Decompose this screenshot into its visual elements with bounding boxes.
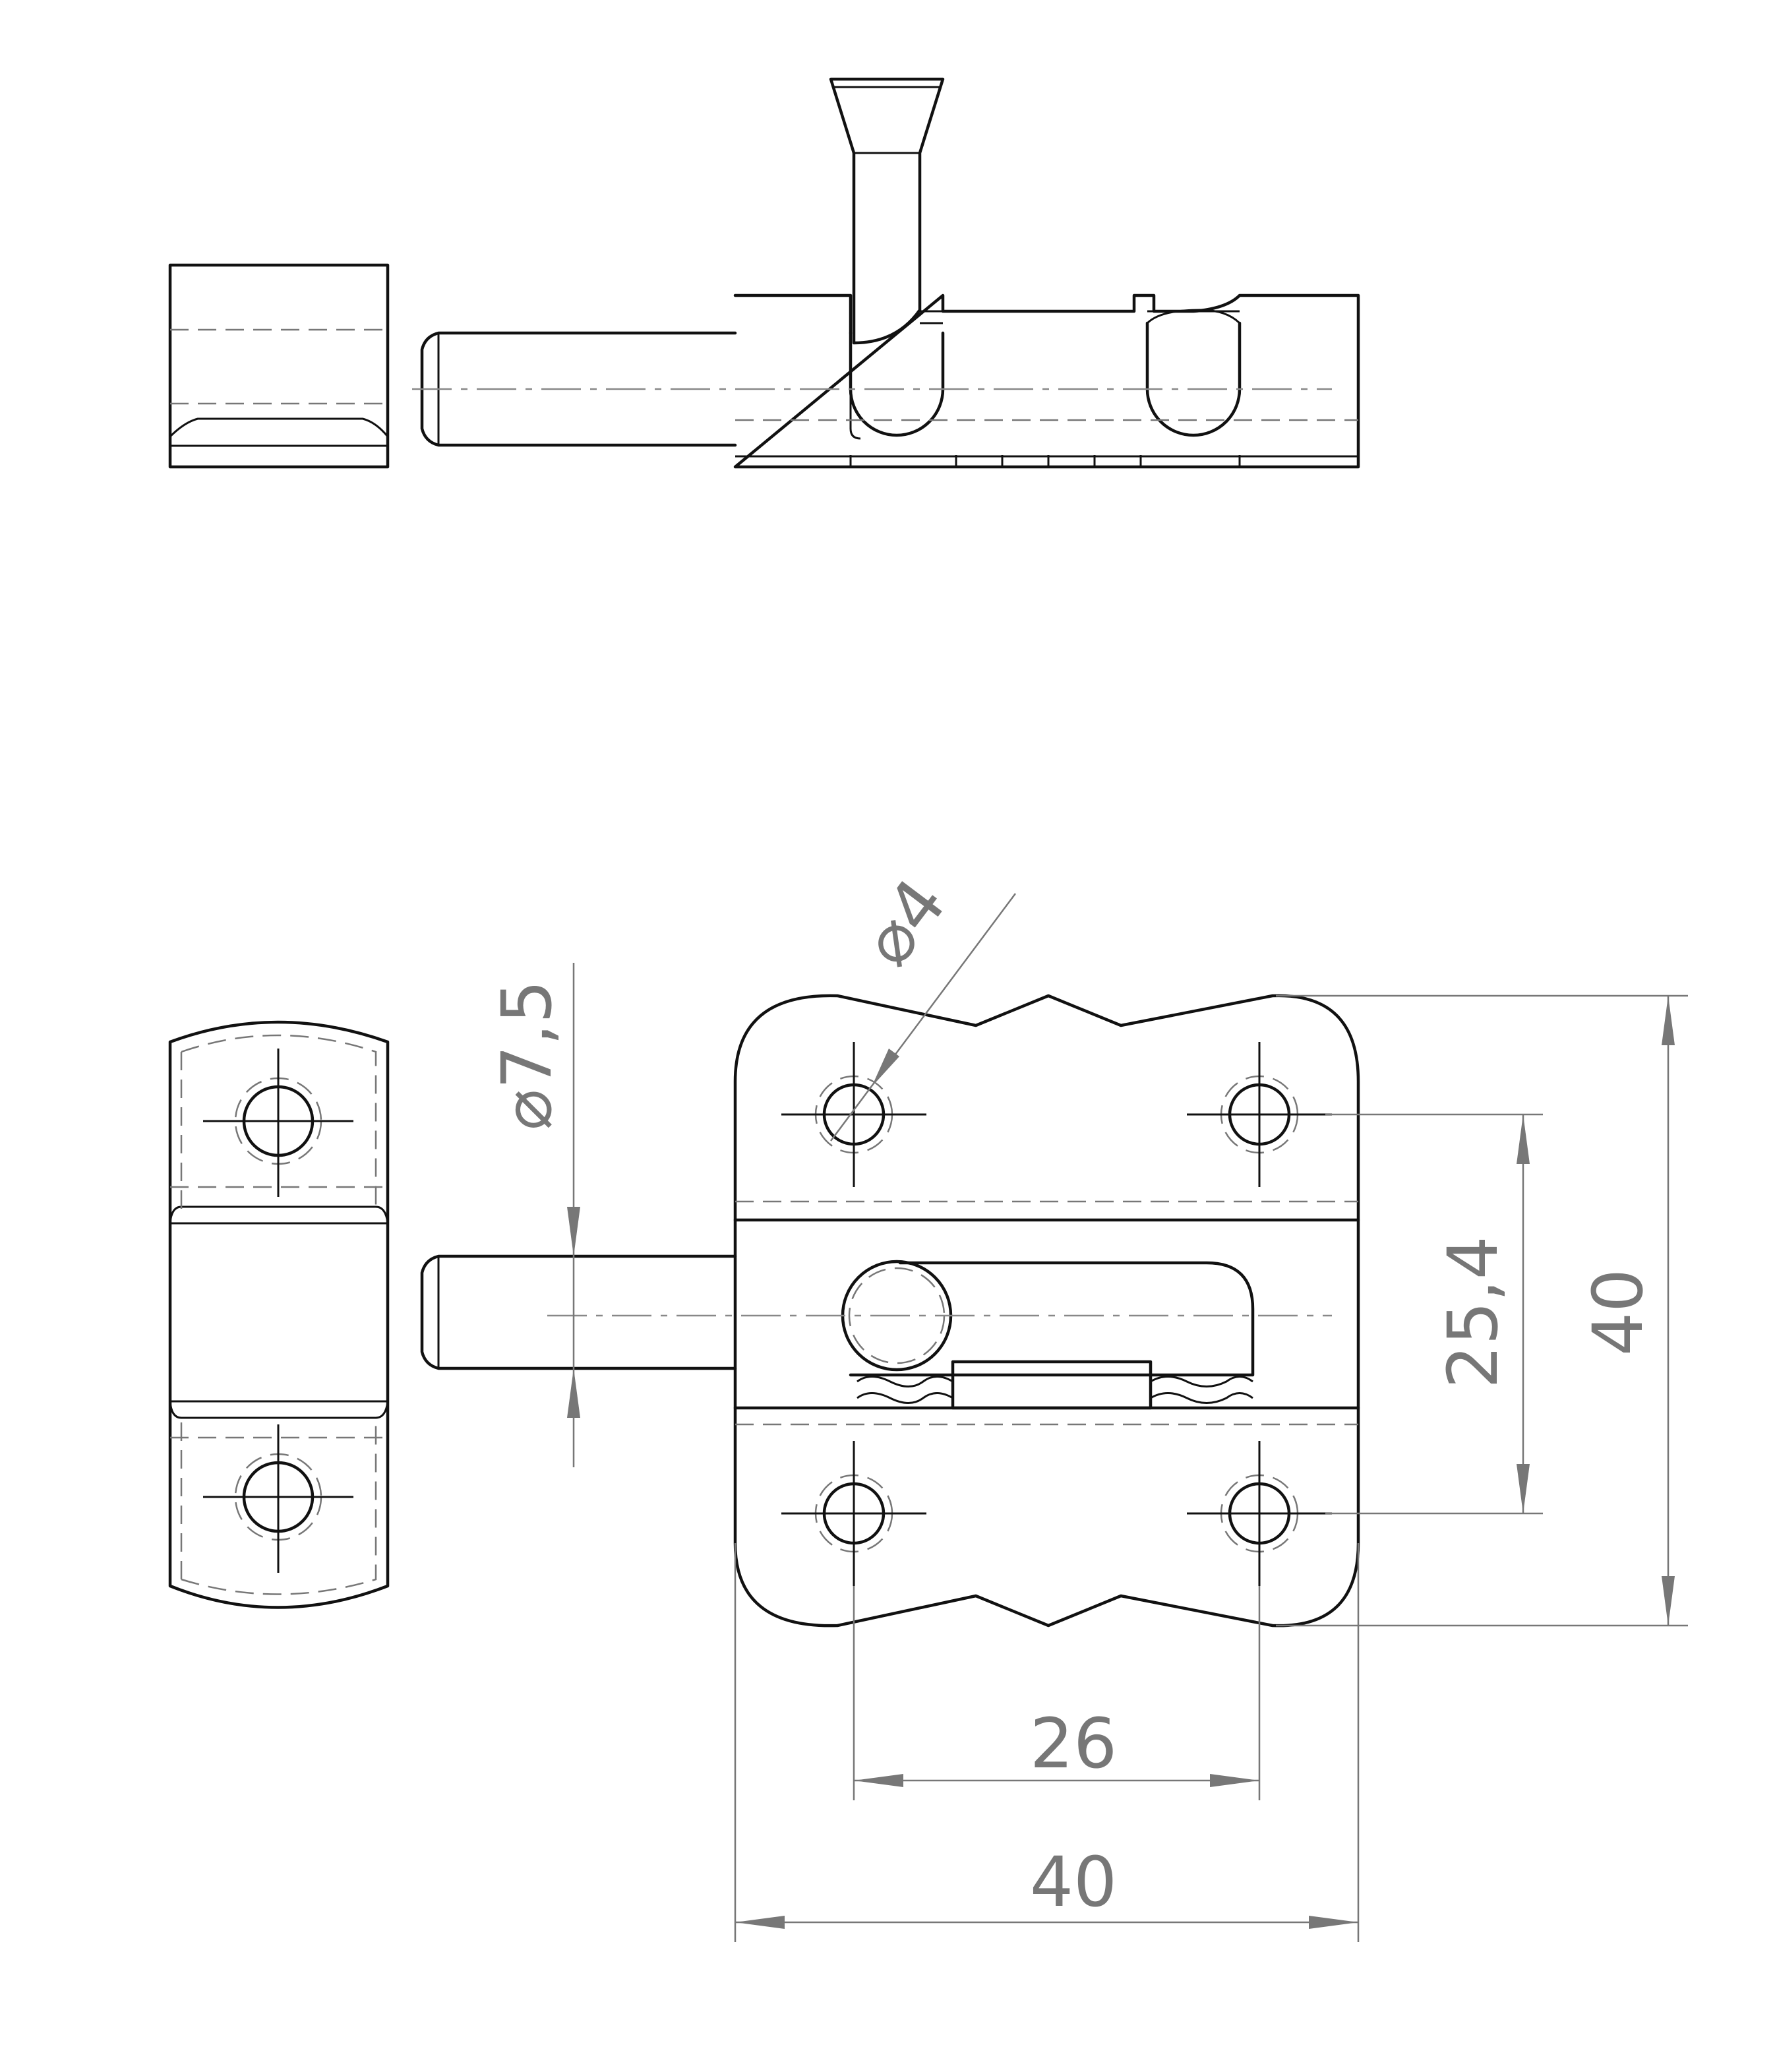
keeper-hole-bottom bbox=[203, 1424, 353, 1573]
mounting-hole-top-left bbox=[781, 1042, 926, 1187]
dimension-hole-diameter-label: ⌀4 bbox=[847, 864, 962, 980]
dimension-hole-diameter: ⌀4 bbox=[829, 864, 1017, 1142]
mounting-hole-top-right bbox=[1187, 1042, 1332, 1187]
dimension-hole-spacing-vertical: 25,4 bbox=[1325, 1113, 1543, 1515]
dimension-overall-width-label: 40 bbox=[1030, 1842, 1117, 1922]
dimension-hole-spacing-horizontal-label: 26 bbox=[1030, 1703, 1117, 1784]
dimension-pin-diameter: ⌀7,5 bbox=[487, 963, 580, 1467]
mounting-hole-bottom-right bbox=[1187, 1441, 1332, 1586]
keeper-front-view bbox=[168, 1020, 390, 1609]
top-view bbox=[168, 77, 1360, 469]
keeper-hole-top bbox=[203, 1049, 353, 1197]
dimension-pin-diameter-label: ⌀7,5 bbox=[487, 980, 567, 1130]
dimension-overall-height: 40 bbox=[1276, 994, 1688, 1627]
latch-plate-front bbox=[547, 994, 1360, 1628]
dimension-hole-spacing-vertical-label: 25,4 bbox=[1433, 1236, 1513, 1389]
keeper-side-view bbox=[168, 263, 390, 469]
mounting-hole-bottom-left bbox=[781, 1441, 926, 1586]
dimension-hole-spacing-horizontal: 26 bbox=[853, 1586, 1261, 1800]
front-view: ⌀4 ⌀7,5 25,4 40 bbox=[168, 864, 1688, 1942]
bolt-pin-front bbox=[420, 1254, 737, 1370]
latch-body-side bbox=[412, 77, 1360, 469]
dimension-overall-width: 40 bbox=[734, 1543, 1360, 1942]
dimension-overall-height-label: 40 bbox=[1578, 1269, 1658, 1356]
